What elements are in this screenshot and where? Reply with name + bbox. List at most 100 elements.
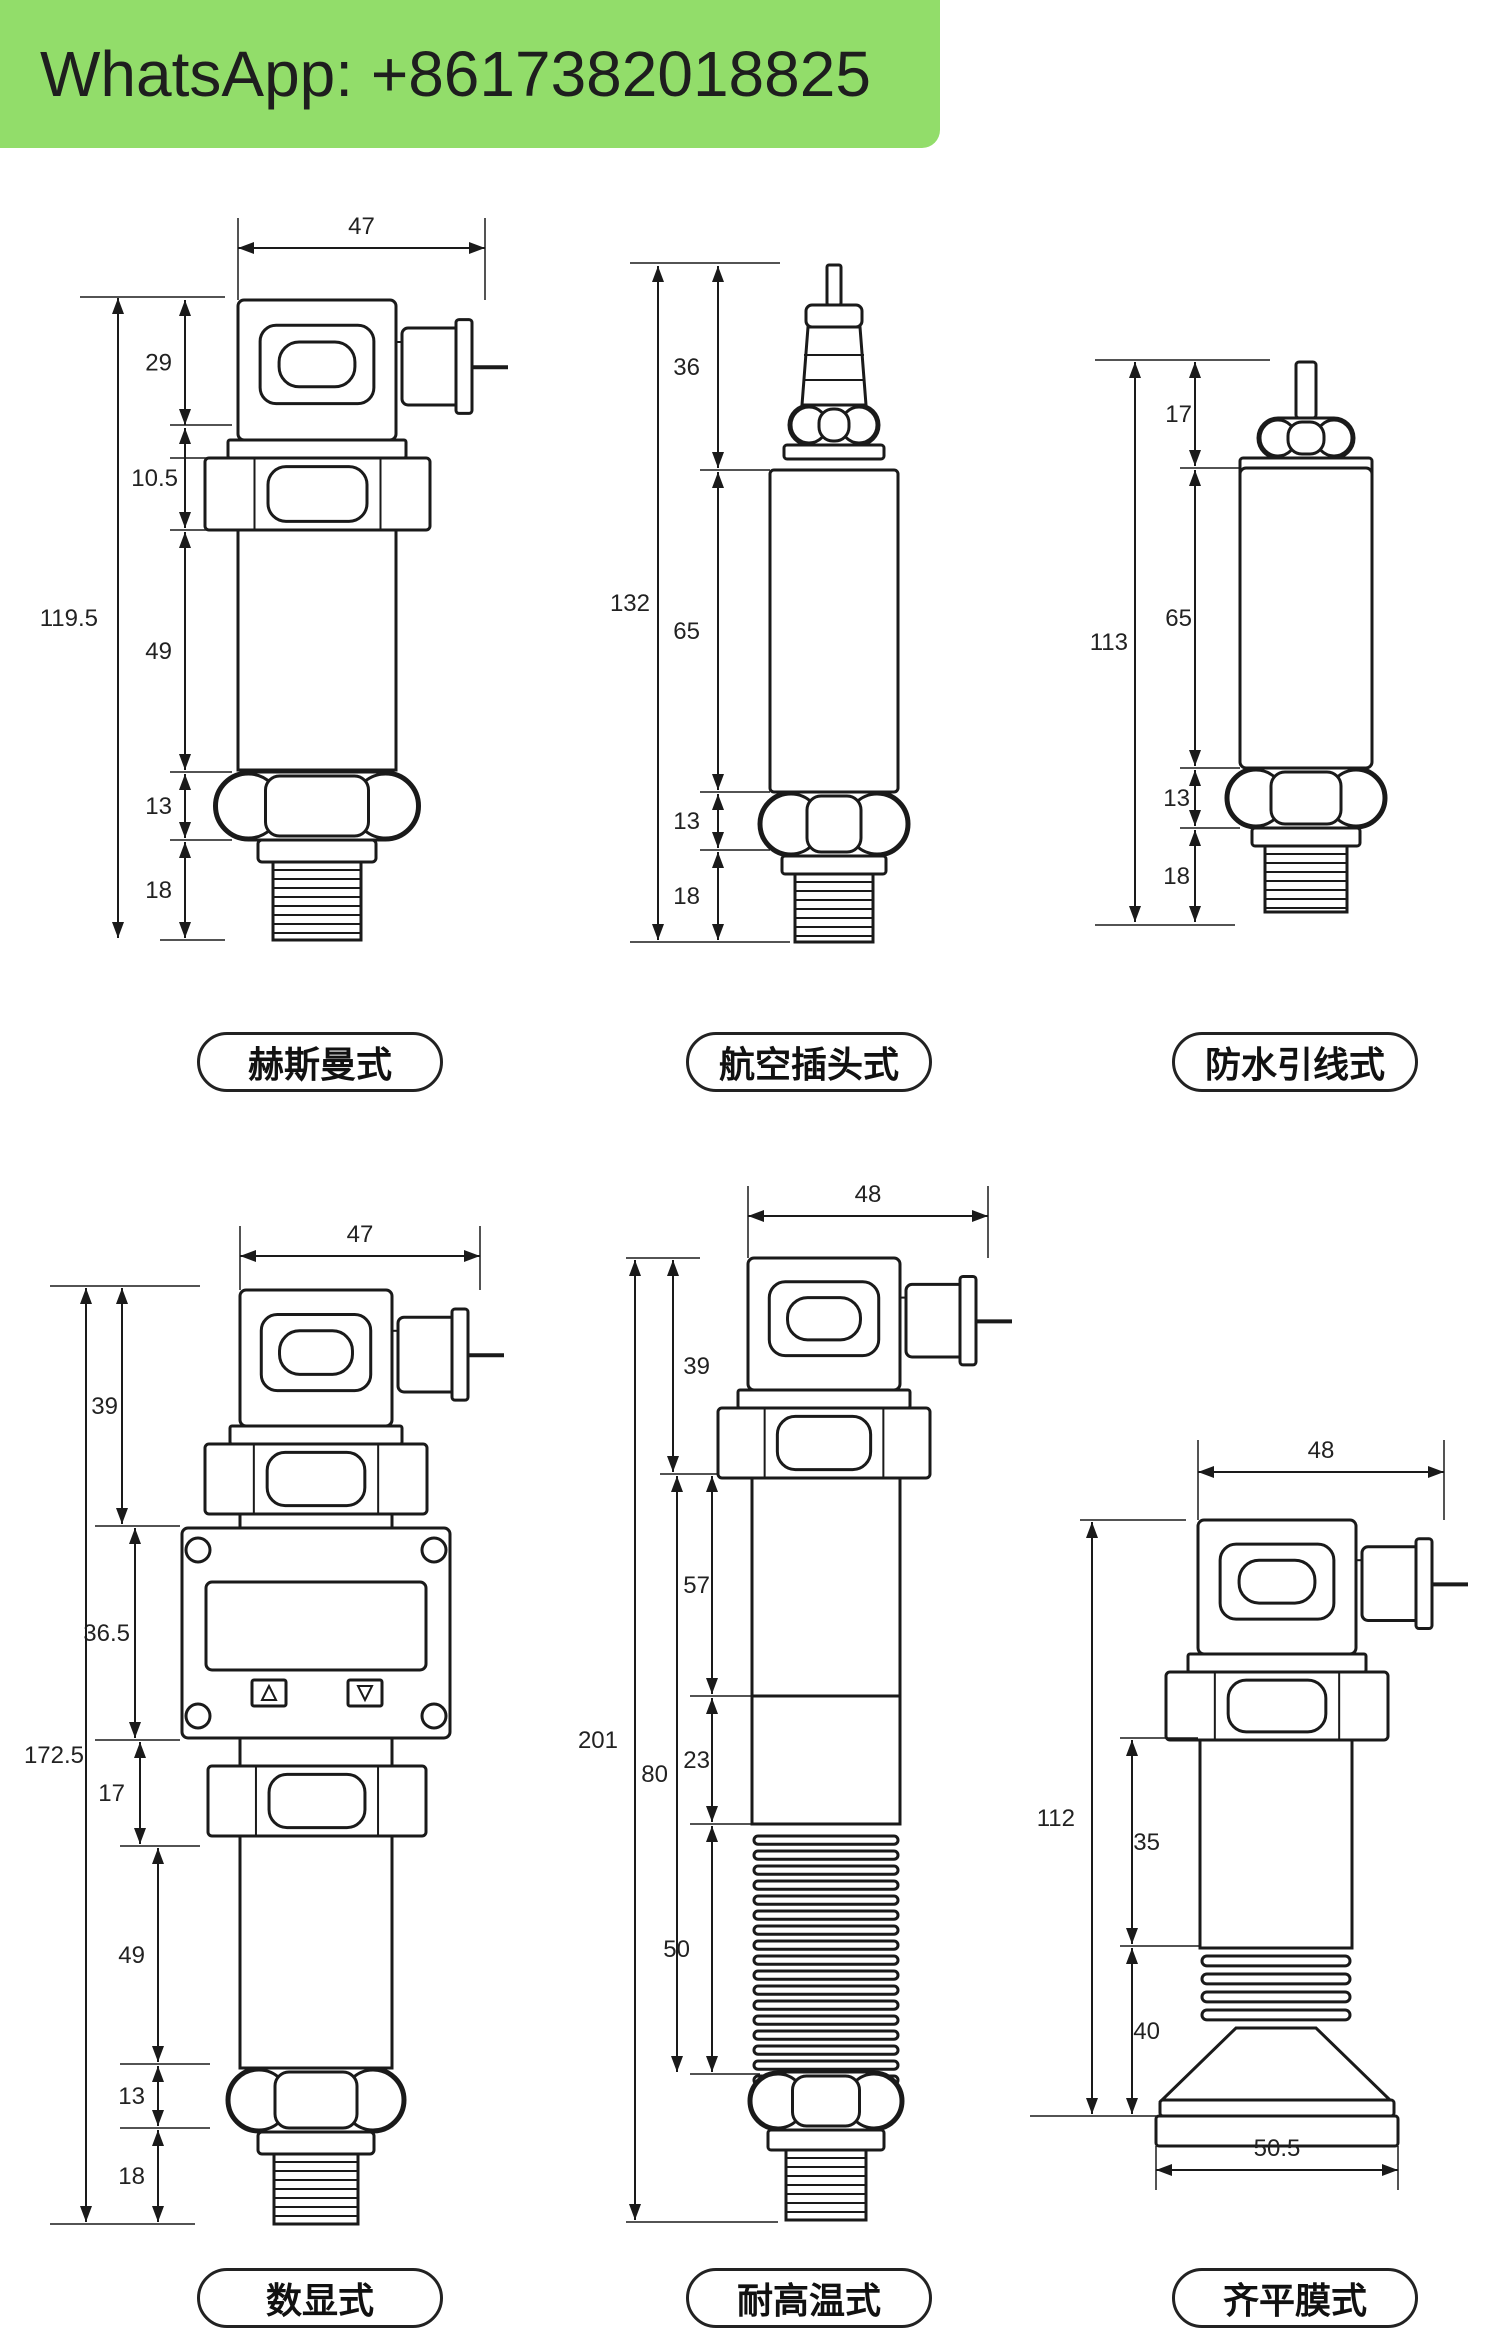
flush-diaphragm-flange xyxy=(1186,1652,1368,1674)
label-flush-diaphragm: 齐平膜式 xyxy=(1172,2268,1418,2328)
aviation-plug-dim-total-text: 132 xyxy=(610,590,650,617)
arrowhead xyxy=(179,754,191,770)
aviation-plug-dim-13-text: 13 xyxy=(673,808,700,835)
high-temp-dim-total-text: 201 xyxy=(578,1727,618,1754)
label-waterproof-lead: 防水引线式 xyxy=(1172,1032,1418,1092)
digital-display-bottom-nut-face xyxy=(273,2070,359,2130)
arrowhead xyxy=(134,1742,146,1758)
arrowhead xyxy=(667,1260,679,1276)
flush-diaphragm-fin xyxy=(1200,2008,1352,2022)
label-aviation-plug: 航空插头式 xyxy=(686,1032,932,1092)
high-temp-cooling-fin xyxy=(752,1954,900,1966)
hirschmann-dim-49-text: 49 xyxy=(145,638,172,665)
digital-display-dim-17-text: 17 xyxy=(98,1780,125,1807)
hirschmann-thread xyxy=(271,860,363,942)
digital-display-screw xyxy=(420,1702,448,1730)
digital-display-top-nut-face xyxy=(265,1450,367,1508)
digital-display-lcd xyxy=(204,1580,428,1672)
aviation-plug-collar xyxy=(804,303,864,329)
arrowhead xyxy=(706,1678,718,1694)
digital-display-gland-cap xyxy=(450,1307,470,1402)
arrowhead xyxy=(629,1260,641,1276)
down-arrow-icon xyxy=(356,1685,374,1703)
arrowhead xyxy=(1086,2098,1098,2114)
arrowhead xyxy=(1126,1740,1138,1756)
hirschmann-dim-13-text: 13 xyxy=(145,793,172,820)
arrowhead xyxy=(179,842,191,858)
high-temp-cooling-fin xyxy=(752,1939,900,1951)
whatsapp-text: WhatsApp: +8617382018825 xyxy=(40,38,871,110)
digital-display-neck xyxy=(238,1512,394,1530)
arrowhead xyxy=(712,794,724,810)
digital-display-dim-13-text: 13 xyxy=(118,2083,145,2110)
high-temp-cooling-fin xyxy=(752,2044,900,2056)
high-temp-flange xyxy=(736,1388,912,1410)
high-temp-upper-body xyxy=(750,1476,902,1698)
high-temp-dim-80-text: 80 xyxy=(641,1761,668,1788)
digital-display-dim-49-text: 49 xyxy=(118,1942,145,1969)
digital-display-dim-total-text: 172.5 xyxy=(24,1742,84,1769)
digital-display-window-inner xyxy=(278,1329,354,1376)
aviation-plug-body xyxy=(800,325,868,407)
arrowhead xyxy=(712,266,724,282)
arrowhead xyxy=(629,2204,641,2220)
arrowhead xyxy=(712,832,724,848)
high-temp-cooling-fin xyxy=(752,1909,900,1921)
arrowhead xyxy=(1129,362,1141,378)
flush-diaphragm-window-inner xyxy=(1237,1558,1317,1605)
high-temp-cooling-fin xyxy=(752,1849,900,1861)
flush-diaphragm-dim-total-text: 112 xyxy=(1037,1805,1075,1832)
arrowhead xyxy=(80,1288,92,1304)
high-temp-cooling-fin xyxy=(752,1984,900,1996)
waterproof-lead-dim-total-text: 113 xyxy=(1090,629,1128,656)
high-temp-dim-39-text: 39 xyxy=(683,1353,710,1380)
arrowhead xyxy=(706,1806,718,1822)
flush-diaphragm-flat-ring xyxy=(1158,2098,1396,2118)
high-temp-cooling-fin xyxy=(752,1864,900,1876)
arrowhead xyxy=(112,922,124,938)
arrowhead xyxy=(1189,830,1201,846)
arrowhead xyxy=(1129,906,1141,922)
hirschmann-dim-10-5-text: 10.5 xyxy=(131,465,178,492)
aviation-plug-dim-18-text: 18 xyxy=(673,883,700,910)
aviation-plug-base xyxy=(782,443,886,461)
arrowhead xyxy=(1126,1928,1138,1944)
arrowhead xyxy=(748,1210,764,1222)
arrowhead xyxy=(652,924,664,940)
arrowhead xyxy=(129,1722,141,1738)
arrowhead xyxy=(179,300,191,316)
arrowhead xyxy=(712,924,724,940)
arrowhead xyxy=(1156,2164,1172,2176)
hirschmann-top-nut-face xyxy=(266,465,369,523)
label-high-temp: 耐高温式 xyxy=(686,2268,932,2328)
flush-diaphragm-top-nut-face xyxy=(1226,1678,1328,1734)
arrowhead xyxy=(972,1210,988,1222)
aviation-plug-nut-face xyxy=(805,794,863,854)
label-hirschmann: 赫斯曼式 xyxy=(197,1032,443,1092)
arrowhead xyxy=(179,822,191,838)
digital-display-body xyxy=(238,1834,394,2070)
arrowhead xyxy=(112,298,124,314)
arrowhead xyxy=(706,2056,718,2072)
high-temp-cooling-fin xyxy=(752,1999,900,2011)
waterproof-lead-nut-face xyxy=(1269,770,1343,826)
hirschmann-dim-width-text: 47 xyxy=(348,213,375,240)
digital-display-dim-18-text: 18 xyxy=(118,2163,145,2190)
arrowhead xyxy=(706,1698,718,1714)
aviation-plug-body xyxy=(768,468,900,794)
arrowhead xyxy=(134,1828,146,1844)
high-temp-top-nut-face xyxy=(775,1414,873,1472)
aviation-plug-dim-65-text: 65 xyxy=(673,618,700,645)
aviation-plug-nut-face xyxy=(817,407,851,443)
arrowhead xyxy=(469,242,485,254)
flush-diaphragm-dim-35-text: 35 xyxy=(1133,1829,1160,1856)
arrowhead xyxy=(1189,362,1201,378)
arrowhead xyxy=(179,409,191,425)
digital-display-shoulder xyxy=(256,2130,376,2156)
waterproof-lead-thread xyxy=(1263,844,1349,914)
hirschmann-dim-29-text: 29 xyxy=(145,350,172,377)
high-temp-dim-23-text: 23 xyxy=(683,1747,710,1774)
arrowhead xyxy=(179,512,191,528)
waterproof-lead-cable xyxy=(1294,360,1318,420)
